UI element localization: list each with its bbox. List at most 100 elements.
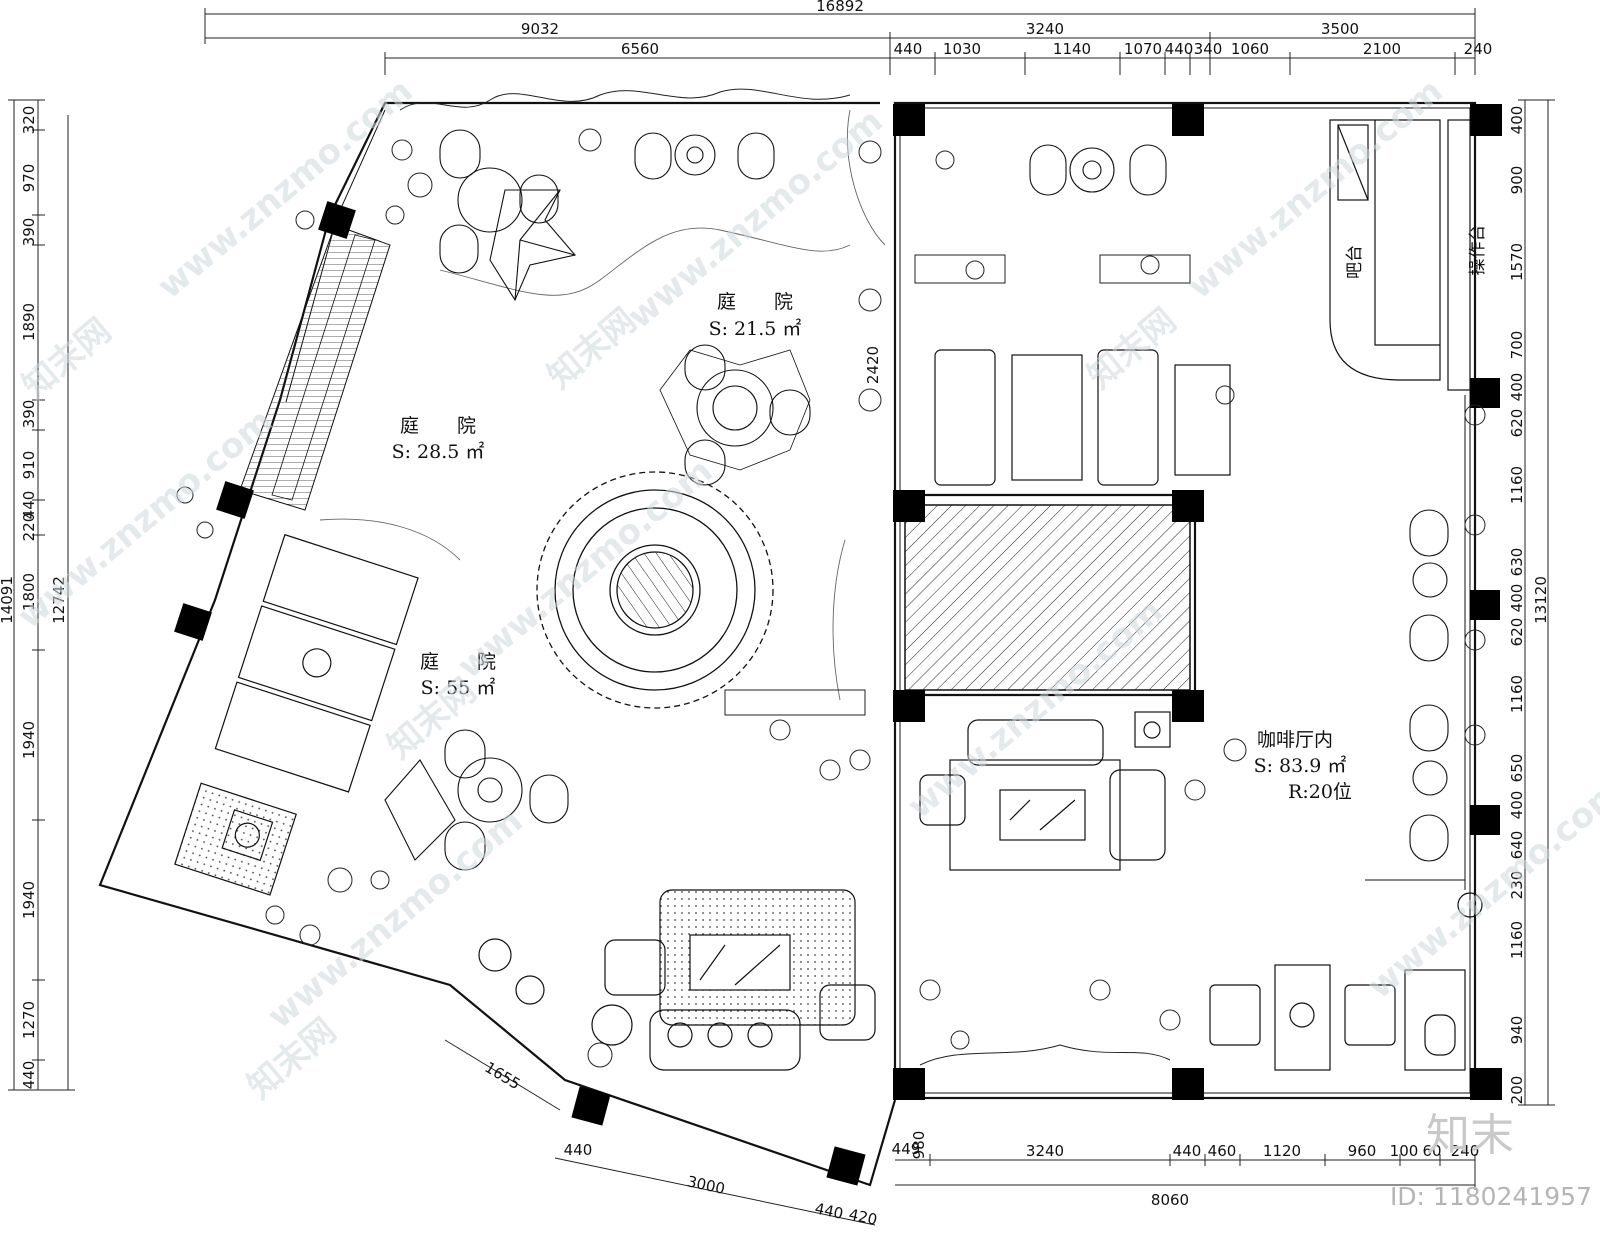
courtyard-c-name: 庭 院 (420, 651, 496, 673)
dim-left-total: 14091 (0, 576, 16, 624)
dim-r-13: 400 (1508, 791, 1526, 820)
dim-r-15: 230 (1508, 871, 1526, 900)
column (571, 1086, 611, 1126)
column (1172, 1068, 1204, 1100)
bar-counter (1329, 119, 1471, 391)
cafe-name: 咖啡厅内 (1257, 729, 1333, 751)
dim-b-4: 460 (1208, 1142, 1237, 1160)
courtyard-b-area: S: 28.5 ㎡ (392, 440, 485, 463)
sofa-lounge-bottom (1209, 892, 1483, 1071)
work-counter-label: 操作台 (1468, 225, 1488, 276)
dim-r-6: 620 (1508, 409, 1526, 438)
dim-6560: 6560 (621, 40, 659, 58)
cafe-seats: R:20位 (1288, 781, 1352, 803)
dim-440b: 440 (1165, 40, 1194, 58)
dim-l-13: 440 (20, 1061, 38, 1090)
dim-r-4: 700 (1508, 331, 1526, 360)
dim-l-4: 1890 (20, 303, 38, 341)
umbrella-tables (384, 129, 811, 871)
dim-top-total: 16892 (816, 0, 864, 15)
dim-440a: 440 (894, 40, 923, 58)
column (893, 1068, 925, 1100)
column (1470, 805, 1500, 835)
sofa-lounge-center (919, 711, 1171, 871)
dim-l-12: 1270 (20, 1001, 38, 1039)
column (893, 690, 925, 722)
dim-r-8: 630 (1508, 548, 1526, 577)
column (318, 201, 356, 239)
dim-r-2: 900 (1508, 166, 1526, 195)
dim-l-10: 1940 (20, 721, 38, 759)
dim-340: 340 (1194, 40, 1223, 58)
dim-b-5: 1120 (1263, 1142, 1301, 1160)
dim-l-11: 1940 (20, 881, 38, 919)
bar-seating (1365, 509, 1465, 881)
sofa-lounge-top (934, 349, 1231, 486)
structural-columns (174, 104, 1502, 1186)
dim-top-9032: 9032 (521, 20, 559, 38)
courtyard-c-area: S: 55 ㎡ (421, 676, 496, 699)
dim-r-10: 620 (1508, 618, 1526, 647)
watermark-site: www.znzmo.com (10, 401, 280, 637)
dim-l-9: 1800 (20, 573, 38, 611)
sofa-group-left (174, 533, 419, 896)
planting (176, 88, 1486, 1068)
dim-b-2: 3240 (1026, 1142, 1064, 1160)
cafe-tables-top (634, 132, 1167, 196)
dim-top-3500: 3500 (1321, 20, 1359, 38)
dim-l-3: 390 (20, 218, 38, 247)
dim-b-3: 440 (1173, 1142, 1202, 1160)
column (893, 104, 925, 136)
column (1470, 104, 1502, 136)
brand-logo: 知末 (1426, 1110, 1514, 1161)
dim-1030: 1030 (943, 40, 981, 58)
dim-1140: 1140 (1053, 40, 1091, 58)
dim-l-1: 320 (20, 106, 38, 135)
watermark-brand: 知末网 (540, 301, 644, 397)
dim-b-7: 100 (1390, 1142, 1419, 1160)
dim-r-16: 1160 (1508, 921, 1526, 959)
column (1172, 490, 1204, 522)
column (1172, 104, 1204, 136)
dim-2420: 2420 (864, 346, 882, 384)
dim-1060: 1060 (1231, 40, 1269, 58)
dim-3000: 3000 (685, 1172, 726, 1198)
column (1470, 378, 1500, 408)
dim-b-8: 60 (1422, 1142, 1441, 1160)
sunken-lounge (536, 471, 774, 709)
dim-r-18: 200 (1508, 1076, 1526, 1105)
dim-1655: 1655 (482, 1058, 524, 1093)
dim-r-11: 1160 (1508, 675, 1526, 713)
watermark-site: www.znzmo.com (260, 801, 530, 1037)
courtyard-b-name: 庭 院 (400, 415, 476, 437)
dimension-labels: 16892 9032 3240 3500 6560 440 1030 1140 … (0, 0, 1550, 1229)
dim-449: 449 (892, 1140, 921, 1158)
dim-r-17: 940 (1508, 1016, 1526, 1045)
dim-l-2: 970 (20, 164, 38, 193)
stair-ramp (239, 224, 391, 511)
room-labels: 庭 院 S: 21.5 ㎡ 庭 院 S: 28.5 ㎡ 庭 院 S: 55 ㎡ … (392, 291, 1352, 803)
dim-bl-440: 440 (564, 1141, 593, 1159)
dim-1070: 1070 (1124, 40, 1162, 58)
dim-r-5: 400 (1508, 373, 1526, 402)
dim-left-sub: 12742 (50, 576, 68, 624)
column (216, 481, 254, 519)
dim-right-total: 13120 (1532, 576, 1550, 624)
dim-b-1: 980 (910, 1131, 928, 1160)
courtyard-paths (319, 109, 886, 701)
dim-l-6: 910 (20, 451, 38, 480)
dim-2100: 2100 (1363, 40, 1401, 58)
dim-bottom-total: 8060 (1151, 1191, 1189, 1209)
dim-l-7: 440 (20, 491, 38, 520)
dim-r-14: 640 (1508, 831, 1526, 860)
dim-r-12: 650 (1508, 754, 1526, 783)
column (1470, 1068, 1502, 1100)
dim-r-3: 1570 (1508, 243, 1526, 281)
dim-l-8: 220 (20, 513, 38, 542)
sofa-group-bottom (478, 889, 876, 1071)
column (174, 603, 212, 641)
column (1470, 590, 1500, 620)
image-id: ID: 1180241957 (1390, 1182, 1592, 1211)
dim-b-9: 240 (1451, 1142, 1480, 1160)
